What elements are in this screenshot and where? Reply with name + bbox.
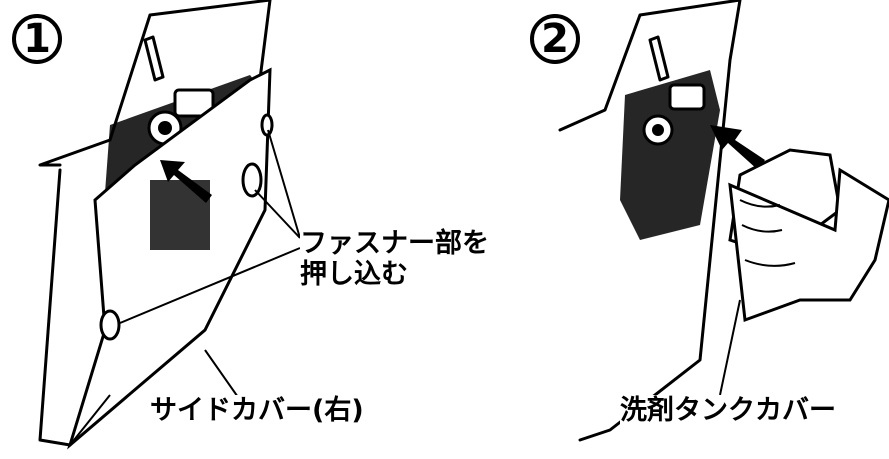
detergent-tank-cover-label: 洗剤タンクカバー bbox=[620, 395, 836, 427]
side-cover-leader bbox=[69, 349, 241, 446]
panel-2-illustration bbox=[558, 0, 889, 442]
fastener-leader bbox=[119, 129, 301, 324]
side-cover-label: サイドカバー(右) bbox=[150, 395, 364, 427]
detergent-cover-leader bbox=[719, 299, 741, 396]
mechanism-2 bbox=[620, 70, 720, 240]
step-number-2: 2 bbox=[530, 14, 580, 64]
panel-1-illustration bbox=[38, 0, 301, 450]
step-number-1: 1 bbox=[12, 14, 62, 64]
fastener-push-label: ファスナー部を 押し込む bbox=[300, 228, 489, 291]
machine-body-outline-1 bbox=[38, 0, 272, 167]
push-arrow-1 bbox=[160, 160, 212, 203]
machine-body-outline-2 bbox=[558, 0, 742, 442]
push-arrow-2 bbox=[710, 125, 765, 170]
